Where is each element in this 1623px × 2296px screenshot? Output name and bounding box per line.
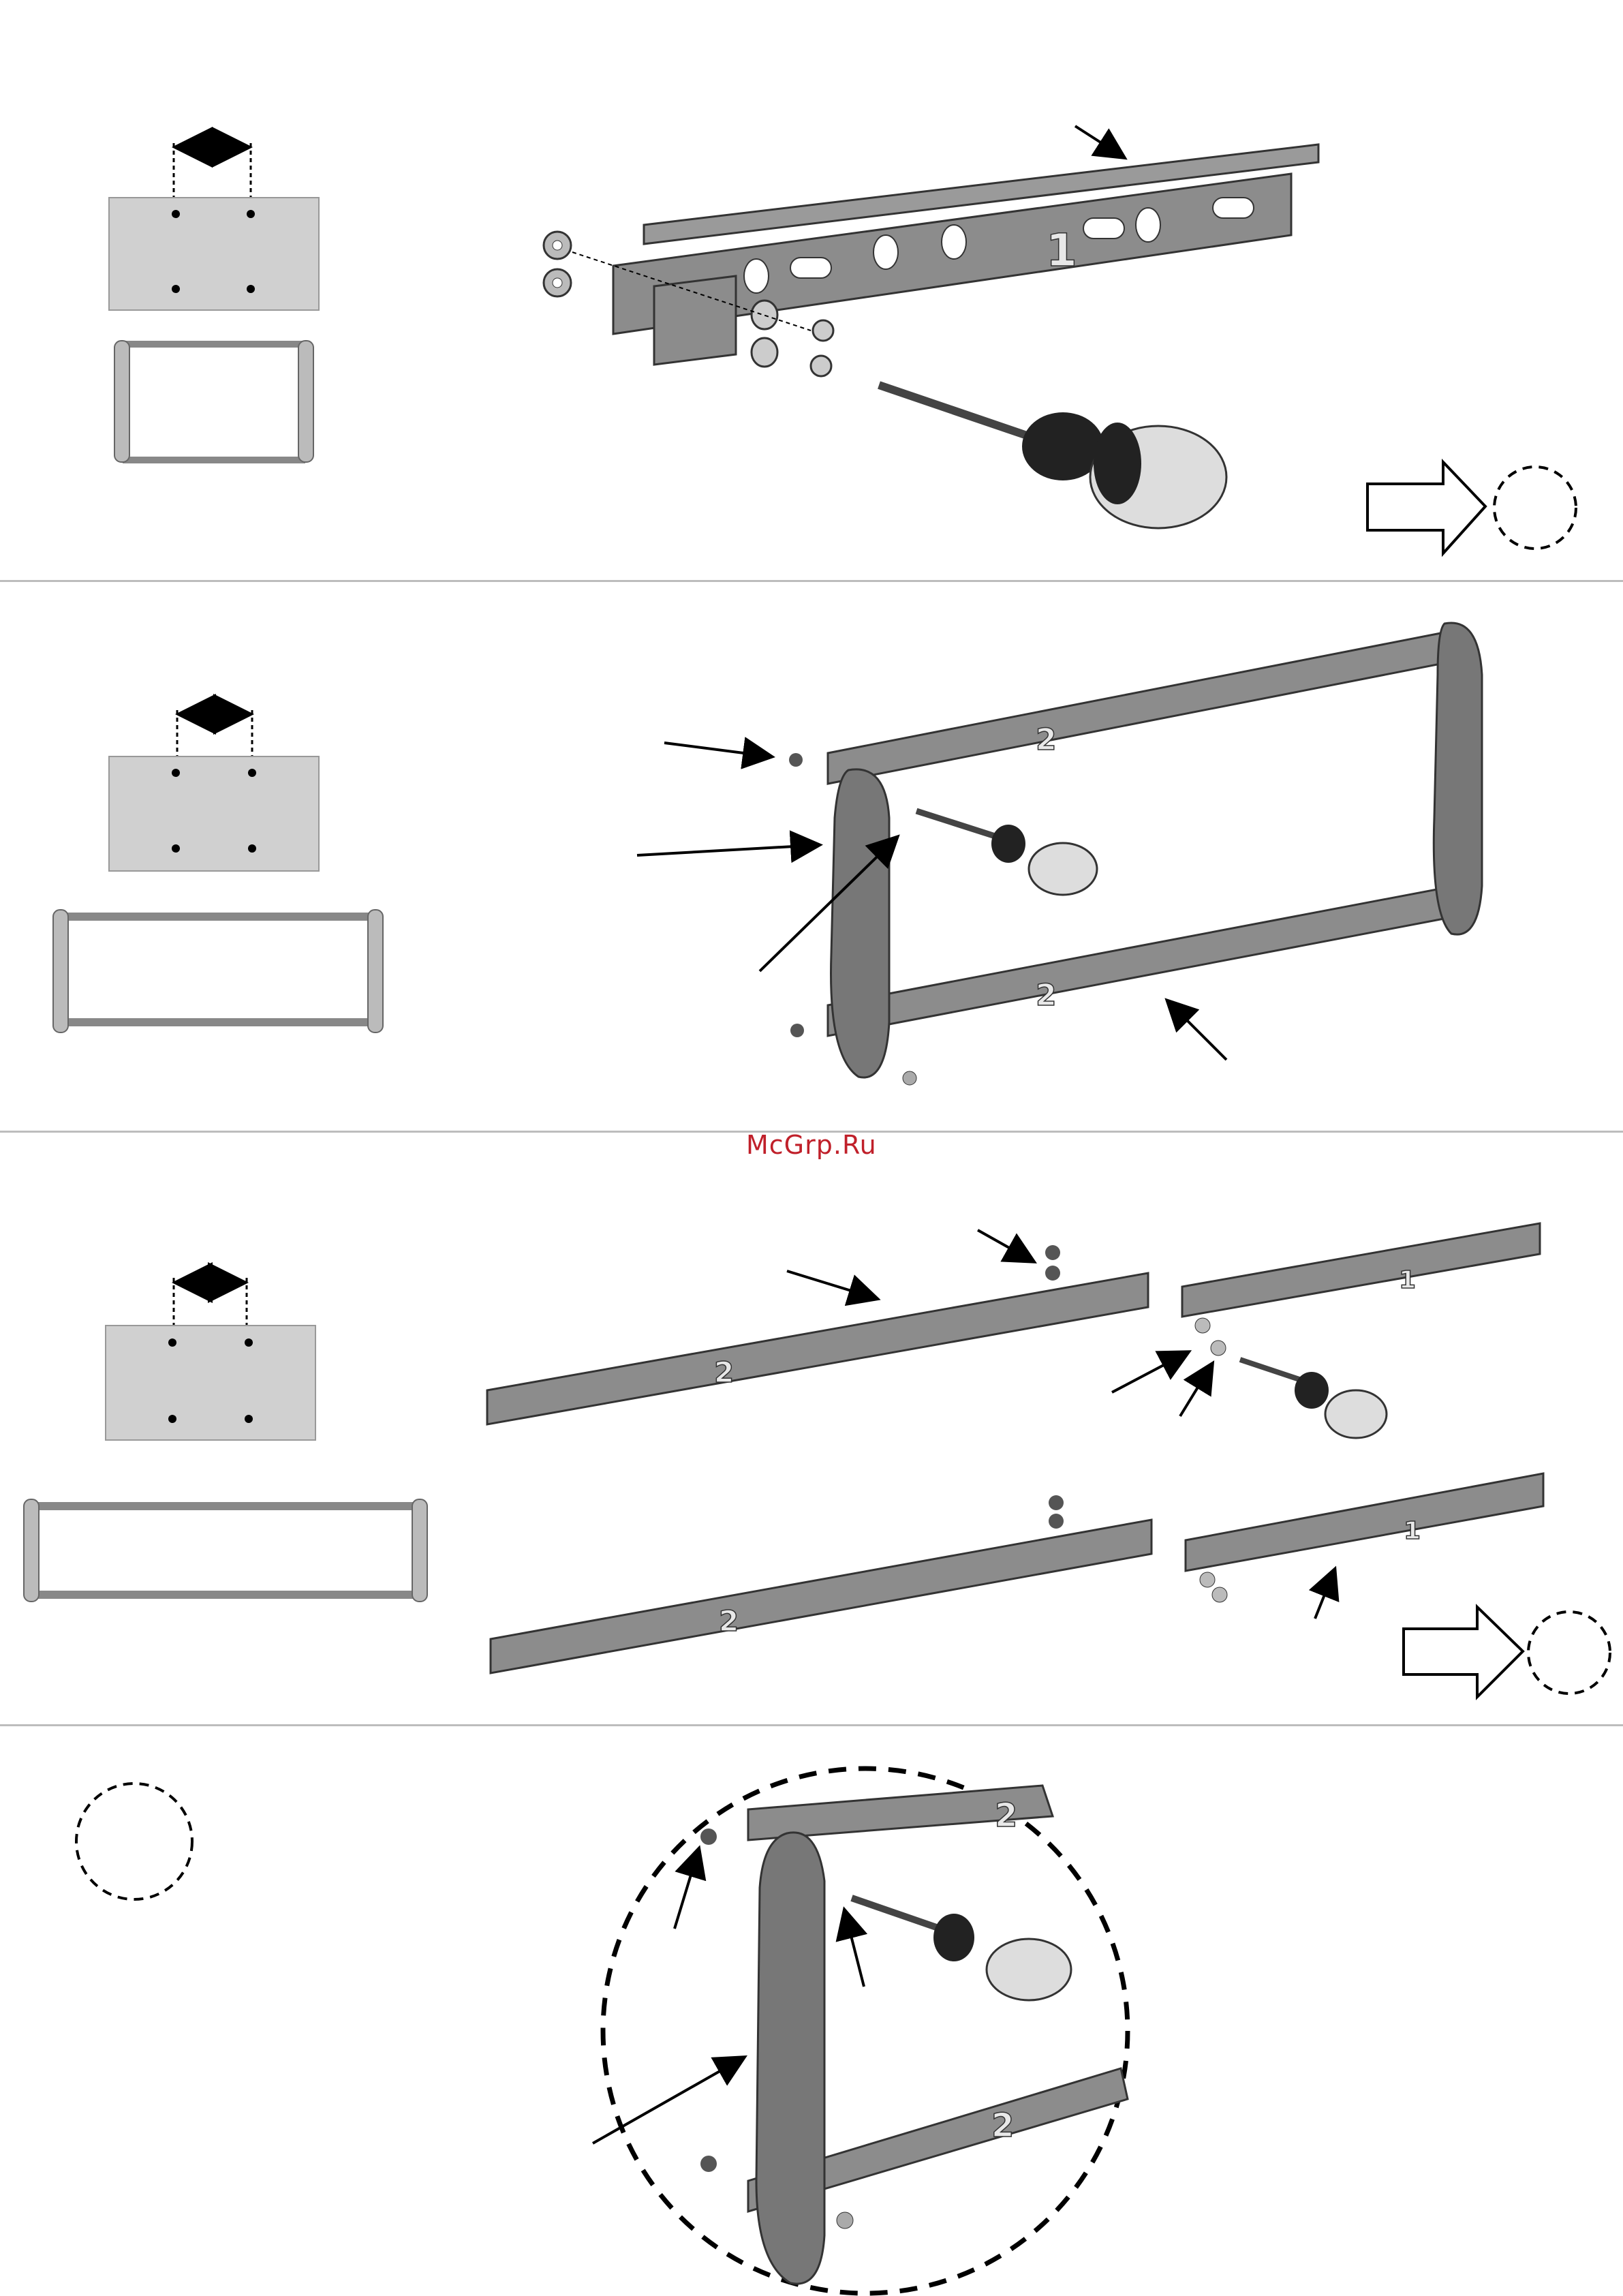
svg-text:2: 2: [719, 1604, 739, 1638]
assembled-frame-2: 2 2: [828, 623, 1482, 1077]
step-1: 1: [109, 126, 1576, 553]
washer-icon: [752, 301, 777, 329]
frame-thumbnail-1: [114, 341, 313, 462]
detail-zoom-circle: [603, 1769, 1128, 2293]
next-step-arrow-icon: [1367, 462, 1485, 553]
frame-thumbnail-3: [24, 1499, 427, 1602]
svg-text:2: 2: [1036, 978, 1057, 1013]
screw-icon: [813, 320, 833, 341]
tv-hole-pattern-3: [106, 1278, 315, 1440]
dashed-circle-icon-4: [76, 1784, 192, 1899]
svg-text:1: 1: [1399, 1266, 1416, 1294]
rail-part-2-top: [487, 1273, 1148, 1424]
step-2: 2 2: [53, 623, 1482, 1085]
dashed-circle-icon-3: [1528, 1612, 1610, 1694]
dashed-circle-icon: [1494, 467, 1576, 549]
rail-part-1-top: [1182, 1223, 1540, 1317]
tv-hole-pattern-1: [109, 143, 319, 310]
rail-part-2-bottom: [491, 1520, 1151, 1673]
rail-label-1: 1: [1046, 224, 1077, 277]
frame-thumbnail-2: [53, 910, 383, 1032]
rail-part-1: 1: [613, 144, 1318, 365]
tv-hole-pattern-2: [109, 710, 319, 871]
svg-text:2: 2: [714, 1356, 734, 1389]
screwdriver-icon-4: [852, 1898, 1071, 2000]
svg-text:2: 2: [991, 2107, 1014, 2145]
pointer-arrow-rail-1: [1075, 126, 1123, 157]
step-3: 2 1 2 1: [24, 1223, 1610, 1697]
step-4: 2 2: [76, 1769, 1128, 2293]
screwdriver-icon-3: [1240, 1360, 1387, 1438]
rail-part-1-bottom: [1186, 1473, 1543, 1571]
screwdriver-icon: [879, 385, 1226, 528]
next-step-arrow-icon-3: [1404, 1607, 1523, 1697]
svg-text:1: 1: [1404, 1517, 1421, 1545]
screwdriver-icon-2: [916, 811, 1097, 895]
svg-text:2: 2: [995, 1796, 1017, 1835]
svg-text:2: 2: [1036, 722, 1057, 757]
